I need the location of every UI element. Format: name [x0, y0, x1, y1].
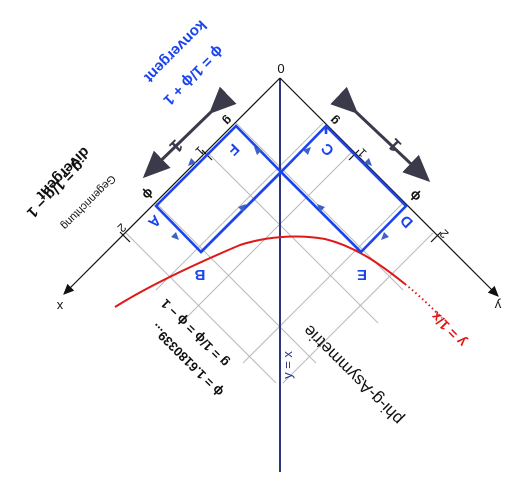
- y-axis-label: y: [494, 298, 501, 313]
- flow-arrow-2: [171, 232, 179, 240]
- dimension-arrows: [142, 86, 431, 183]
- y-eq-1-over-x-label: y = 1/x: [427, 308, 469, 350]
- point-b-label: B: [194, 266, 205, 283]
- phi-x-label: ϕ: [139, 185, 157, 203]
- left-extension: [280, 171, 362, 253]
- asymmetry-title: phi-g-Asymmetrie: [299, 321, 407, 429]
- y-axis: [279, 77, 499, 297]
- tick-x-1-label: 1: [192, 144, 207, 159]
- hyperbola-curve-dotted: [404, 283, 443, 319]
- point-f-label: F: [224, 140, 243, 159]
- point-d-label: D: [397, 211, 417, 231]
- phi-y-label: ϕ: [406, 187, 424, 205]
- origin-label: 0: [277, 61, 284, 76]
- grid-line-v-phi: [155, 202, 317, 364]
- grid-line-u-2: [282, 232, 434, 384]
- flow-arrow-3: [238, 204, 246, 212]
- tick-x-2: [119, 231, 131, 243]
- flow-arrow-8: [317, 204, 325, 212]
- grid-line-u-phi: [242, 202, 404, 364]
- hyperbola-curve: [114, 235, 406, 308]
- right-extension: [200, 171, 282, 253]
- flow-arrow-1: [188, 158, 196, 166]
- flow-arrow-5: [303, 147, 311, 155]
- dimension-right-label: 1: [384, 135, 405, 156]
- tick-y-2: [430, 231, 442, 243]
- dimension-arrow-right: [330, 86, 431, 183]
- point-e-label: E: [357, 266, 367, 283]
- point-a-label: A: [144, 211, 164, 231]
- x-axis: [63, 77, 281, 295]
- grid-line-v-1: [206, 151, 379, 324]
- flow-arrow-7: [381, 232, 389, 240]
- x-axis-label: x: [56, 299, 63, 314]
- grid-line-u-1: [180, 151, 353, 324]
- y-eq-x-label: y = x: [280, 351, 295, 379]
- g-y-label: g: [327, 113, 342, 128]
- point-c-label: C: [318, 139, 338, 159]
- dimension-arrow-left: [142, 86, 237, 179]
- flow-arrow-4: [254, 147, 262, 155]
- grid-line-v-2: [125, 232, 277, 384]
- g-x-label: g: [220, 113, 235, 128]
